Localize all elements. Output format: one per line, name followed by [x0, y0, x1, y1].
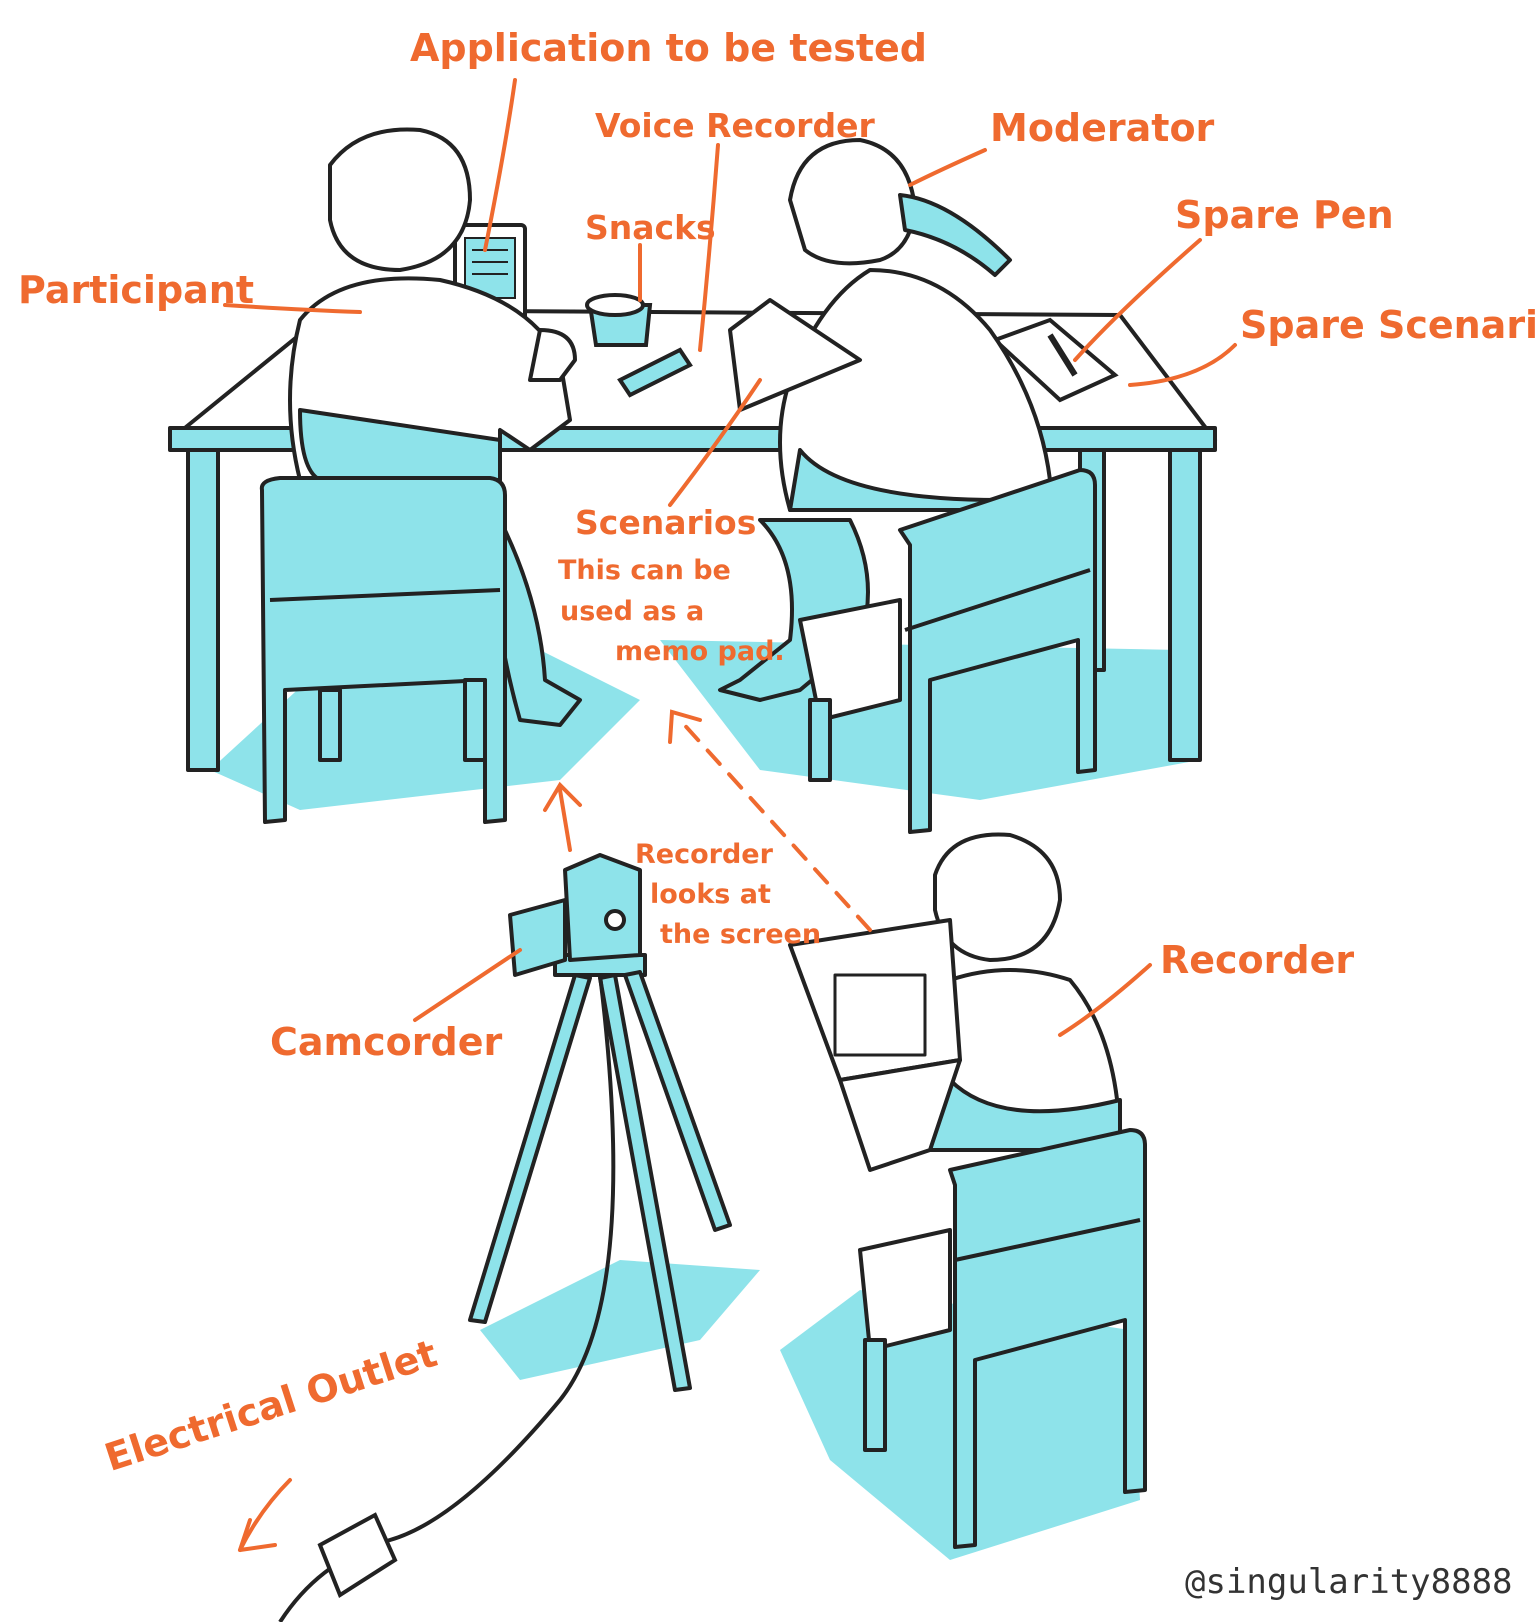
voice-recorder-device — [617, 347, 693, 398]
label-recorder-looks-line2: looks at — [650, 879, 771, 910]
label-scenarios-note-line2: used as a — [560, 596, 705, 627]
label-spare-scenarios: Spare Scenarios — [1240, 303, 1539, 347]
label-recorder: Recorder — [1160, 938, 1355, 982]
snacks-bowl — [585, 293, 653, 347]
label-scenarios: Scenarios — [575, 503, 757, 542]
label-moderator: Moderator — [990, 106, 1215, 150]
label-snacks: Snacks — [585, 208, 716, 247]
label-recorder-looks-line1: Recorder — [635, 839, 773, 870]
label-voice-recorder: Voice Recorder — [595, 106, 875, 145]
recorder-figure — [928, 832, 1122, 1152]
participant-figure — [288, 127, 582, 727]
tripod — [468, 953, 732, 1392]
floor-shadow-tripod — [480, 1260, 760, 1380]
label-application-to-be-tested: Application to be tested — [410, 26, 928, 70]
label-participant: Participant — [18, 268, 255, 312]
recorder-laptop — [788, 918, 962, 1172]
label-camcorder: Camcorder — [270, 1020, 503, 1064]
label-spare-pen: Spare Pen — [1175, 193, 1394, 237]
recorder-chair — [858, 1128, 1147, 1549]
label-scenarios-note-line3: memo pad. — [615, 636, 785, 667]
power-adapter — [317, 1512, 398, 1598]
spare-scenarios-stack — [991, 317, 1119, 403]
camcorder-device — [508, 853, 642, 977]
author-signature: @singularity8888 — [1185, 1562, 1513, 1602]
label-recorder-looks-line3: the screen — [660, 919, 822, 950]
moderator-chair — [798, 468, 1097, 834]
participant-chair — [259, 476, 507, 824]
leader-lines — [223, 78, 1237, 1552]
label-scenarios-note-line1: This can be — [558, 555, 731, 586]
